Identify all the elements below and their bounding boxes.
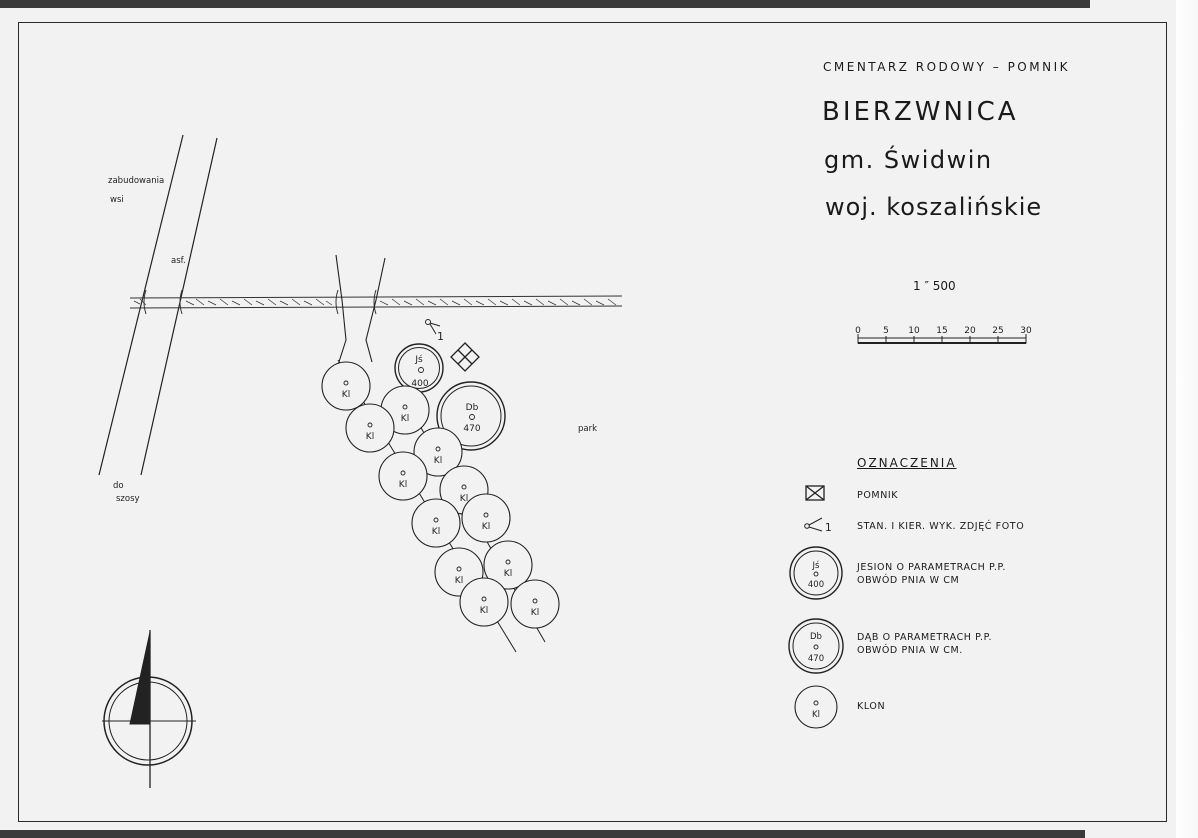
maple-tree-trunk [433, 517, 439, 523]
maple-tree-crown [413, 427, 463, 477]
scale-tick-0: 0 [855, 326, 861, 336]
legend-oak-species: Db [810, 632, 822, 642]
scale-tick-10: 10 [908, 326, 920, 336]
access-path [335, 254, 386, 366]
legend-ash-label-1: JESION O PARAMETRACH P.P. [857, 562, 1006, 573]
main-road [98, 134, 218, 476]
scale-tick-25: 25 [992, 326, 1003, 336]
ash-tree-value: 400 [411, 379, 428, 389]
maple-tree-trunk [461, 484, 467, 490]
label-road-1: do [113, 481, 124, 491]
photo-station-number: 1 [437, 330, 444, 343]
maple-tree-trunk [532, 598, 538, 604]
maple-tree-trunk [505, 559, 511, 565]
maple-tree-label: Kl [482, 522, 490, 532]
label-village-1: zabudowania [108, 176, 164, 186]
maple-tree-trunk [483, 512, 489, 518]
map-gmina: gm. Świdwin [824, 146, 993, 174]
label-park: park [578, 424, 597, 434]
maple-tree-trunk [343, 380, 349, 386]
legend-oak-label-2: OBWÓD PNIA W CM. [857, 645, 963, 656]
maple-tree-crown [345, 403, 395, 453]
legend-maple-symbol [794, 685, 838, 729]
photo-station-symbol [425, 319, 441, 335]
maple-tree-label: Kl [399, 480, 407, 490]
maple-tree-label: Kl [342, 390, 350, 400]
map-subtitle: CMENTARZ RODOWY – POMNIK [823, 60, 1070, 74]
map-frame [18, 22, 1167, 822]
maple-tree-crown [411, 498, 461, 548]
map-voivodeship: woj. koszalińskie [825, 193, 1043, 221]
scan-bottom-edge [0, 830, 1085, 838]
maple-tree-label: Kl [460, 494, 468, 504]
legend-oak-value: 470 [808, 654, 824, 664]
maple-tree-label: Kl [455, 576, 463, 586]
maple-tree-trunk [400, 470, 406, 476]
maple-tree-crown [483, 540, 533, 590]
maple-tree-trunk [456, 566, 462, 572]
maple-tree-label: Kl [434, 456, 442, 466]
legend-ash-value: 400 [808, 580, 824, 590]
oak-tree-species: Db [466, 403, 479, 413]
legend-oak-label-1: DĄB O PARAMETRACH P.P. [857, 632, 993, 643]
legend-title: OZNACZENIA [857, 456, 957, 470]
maple-tree-label: Kl [366, 432, 374, 442]
scale-ratio: 1 ″ 500 [913, 279, 956, 293]
legend-photo-symbol [804, 517, 823, 532]
maple-tree-label: Kl [504, 569, 512, 579]
legend-photo-label: STAN. I KIER. WYK. ZDJĘĆ FOTO [857, 521, 1025, 532]
legend-ash-label-2: OBWÓD PNIA W CM [857, 575, 960, 586]
maple-tree-label: Kl [432, 527, 440, 537]
monument-symbol [450, 342, 480, 372]
label-road-2: szosy [116, 494, 140, 504]
legend-maple-label: KLON [857, 701, 886, 712]
maple-tree-trunk [367, 422, 373, 428]
map-title: BIERZWNICA [822, 97, 1019, 127]
scale-tick-30: 30 [1020, 326, 1032, 336]
label-asphalt: asf. [171, 256, 186, 266]
maple-tree-crown [461, 493, 511, 543]
legend-oak-symbol [788, 618, 844, 674]
label-village-2: wsi [110, 195, 124, 205]
legend-ash-species: Jś [812, 560, 821, 571]
scan-top-edge [0, 0, 1090, 8]
maple-tree-trunk [402, 404, 408, 410]
maple-tree-label: Kl [401, 414, 409, 424]
maple-tree-crown [378, 451, 428, 501]
oak-tree-value: 470 [463, 424, 480, 434]
legend-monument-symbol [805, 485, 825, 501]
north-arrow [102, 630, 196, 788]
legend-monument-label: POMNIK [857, 490, 899, 501]
legend-ash-symbol [789, 546, 843, 600]
maple-tree-crown [321, 361, 371, 411]
scale-tick-20: 20 [964, 326, 976, 336]
maple-tree-trunk [481, 596, 487, 602]
scale-bar [857, 334, 1027, 344]
scale-tick-15: 15 [936, 326, 947, 336]
stone-wall [129, 289, 623, 315]
oak-tree [436, 381, 506, 451]
maple-tree-label: Kl [480, 606, 488, 616]
legend-photo-number: 1 [825, 522, 832, 534]
maple-tree-crown [510, 579, 560, 629]
maple-tree-label: Kl [531, 608, 539, 618]
scan-right-margin [1176, 0, 1198, 838]
scale-tick-5: 5 [883, 326, 889, 336]
maple-tree-crown [459, 577, 509, 627]
maple-tree-trunk [435, 446, 441, 452]
legend-maple-species: Kl [812, 710, 820, 720]
ash-tree-species: Jś [414, 354, 423, 365]
